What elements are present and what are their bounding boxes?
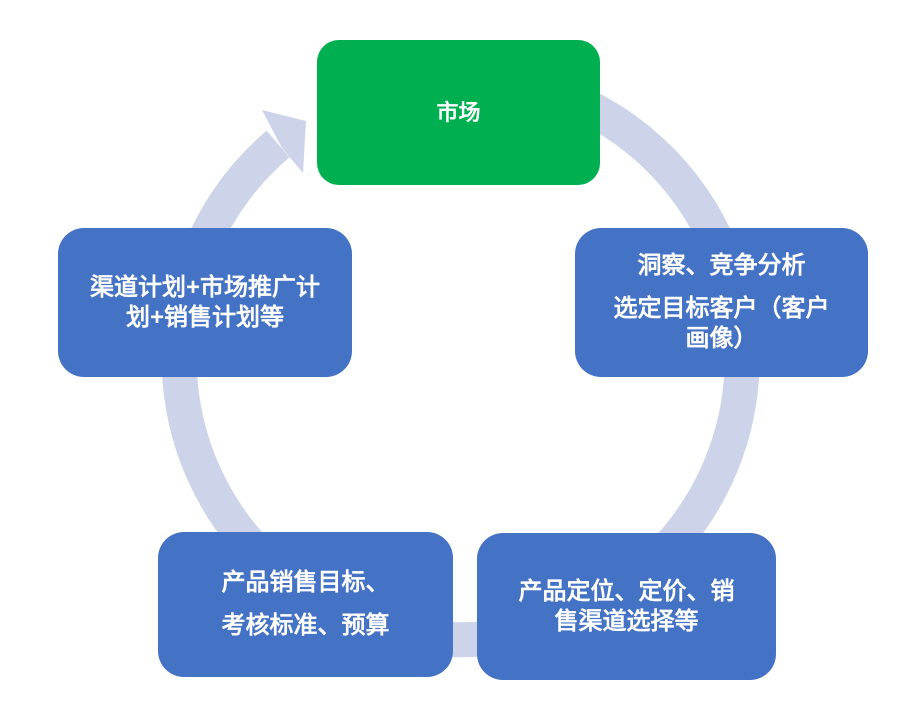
node-channel-plan-paragraph: 渠道计划+市场推广计 划+销售计划等 — [90, 273, 320, 333]
cycle-arrowhead-icon — [262, 110, 306, 173]
node-insight-paragraph-1: 洞察、竞争分析 — [638, 251, 806, 281]
node-insight-paragraph-2: 选定目标客户（客户 画像） — [614, 294, 830, 354]
node-market: 市场 — [317, 40, 600, 185]
node-channel-plan-line-1: 渠道计划+市场推广计 — [89, 273, 320, 301]
node-insight-line-2: 选定目标客户（客户 — [613, 295, 830, 322]
node-market-label: 市场 — [436, 99, 481, 125]
node-sales-target-line-2: 考核标准、预算 — [221, 612, 390, 639]
node-insight-line-3: 画像） — [685, 325, 758, 352]
node-insight: 洞察、竞争分析 选定目标客户（客户 画像） — [575, 228, 868, 377]
node-channel-plan-line-2: 划+销售计划等 — [125, 303, 284, 331]
node-product-positioning-line-2: 售渠道选择等 — [554, 607, 699, 635]
node-product-positioning: 产品定位、定价、销 售渠道选择等 — [477, 533, 776, 680]
node-product-positioning-line-1: 产品定位、定价、销 — [518, 577, 735, 605]
node-sales-target-line-1: 产品销售目标、 — [221, 569, 390, 596]
node-channel-plan: 渠道计划+市场推广计 划+销售计划等 — [58, 228, 352, 377]
node-sales-target: 产品销售目标、 考核标准、预算 — [158, 532, 453, 677]
node-sales-target-paragraph-2: 考核标准、预算 — [222, 611, 390, 641]
node-product-positioning-paragraph: 产品定位、定价、销 售渠道选择等 — [519, 577, 735, 637]
node-market-paragraph: 市场 — [436, 98, 480, 128]
node-insight-line-1: 洞察、竞争分析 — [637, 252, 806, 279]
node-sales-target-paragraph-1: 产品销售目标、 — [222, 568, 390, 598]
